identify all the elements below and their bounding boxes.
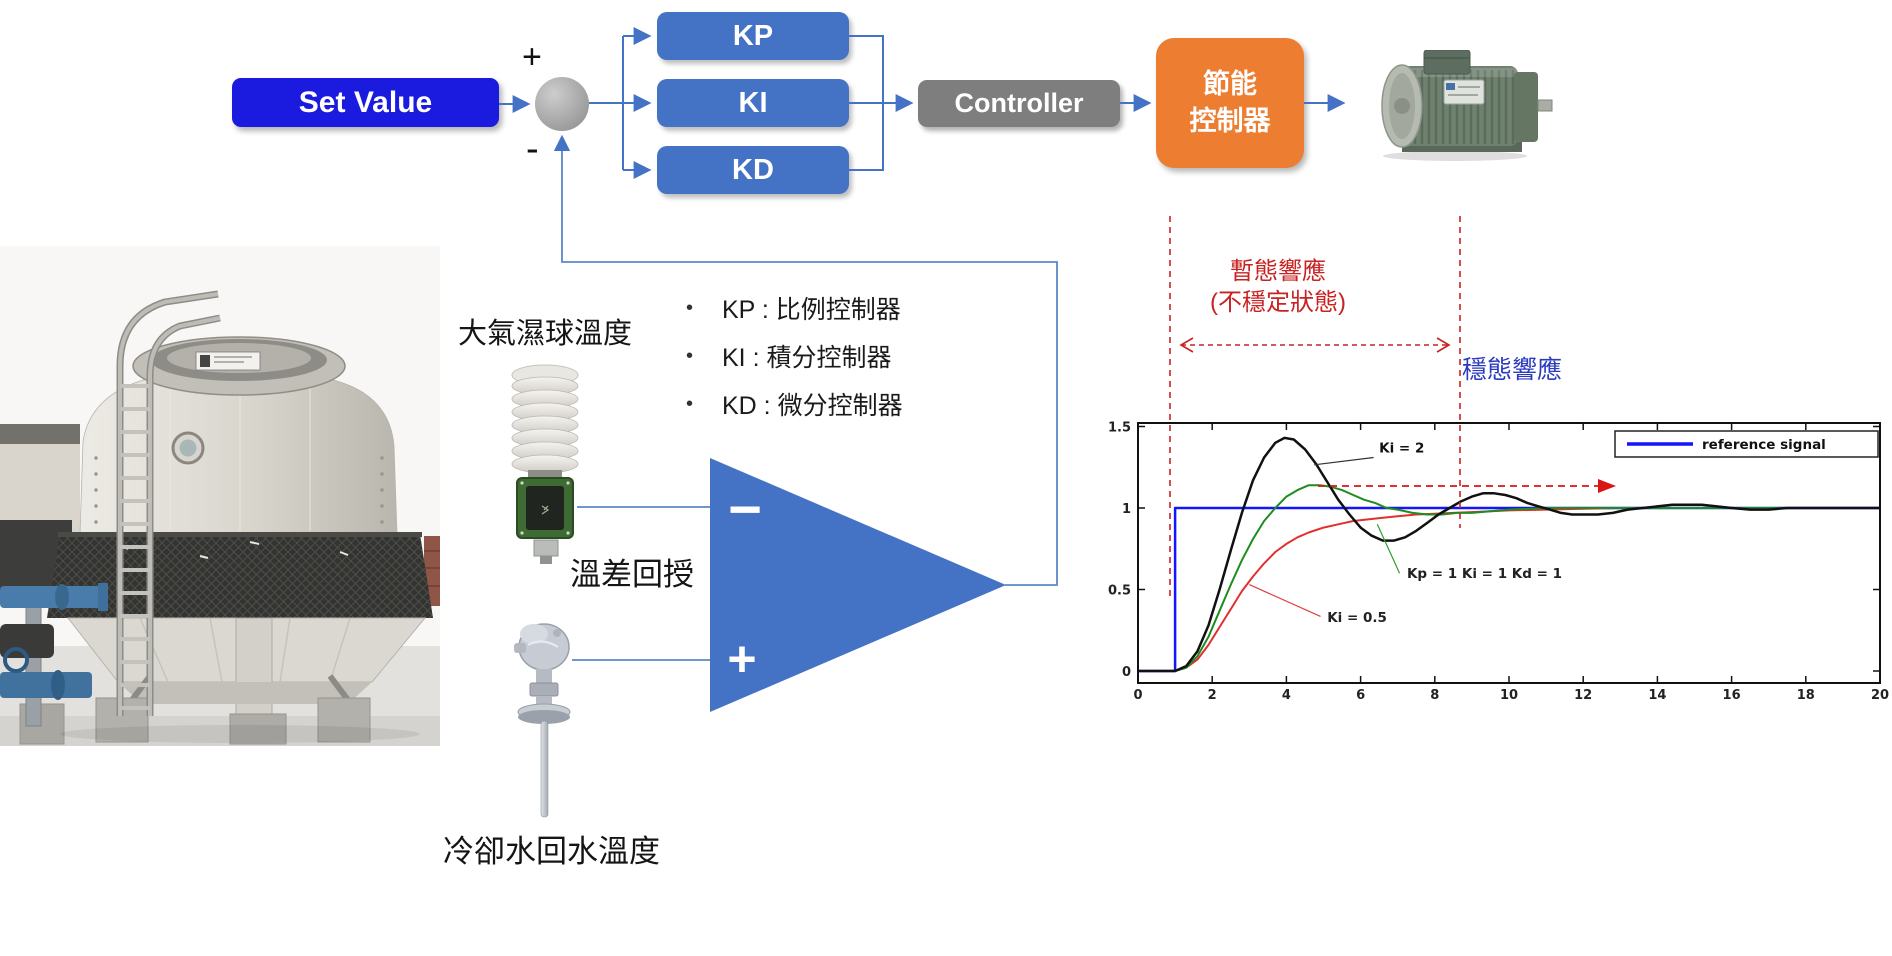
step-response-chart: 0 2 4 6 8 10 12 14 16 18 20 0 0.5 1 1.5 Ki = 2 Kp = 1 Ki… xyxy=(1108,421,1889,704)
summing-junction xyxy=(535,77,589,131)
controller-box: Controller xyxy=(918,80,1120,127)
ki-box: KI xyxy=(657,79,849,127)
steady-state-label: 穩態響應 xyxy=(1462,356,1563,384)
list-item: • KI : 積分控制器 xyxy=(686,332,1116,380)
svg-text:Ki = 2: Ki = 2 xyxy=(1379,441,1424,457)
comparator-plus-sign: + xyxy=(727,631,757,687)
svg-text:18: 18 xyxy=(1797,688,1815,703)
svg-text:16: 16 xyxy=(1723,688,1741,703)
set-value-box: Set Value xyxy=(232,78,499,127)
svg-text:8: 8 xyxy=(1430,688,1439,703)
sum-plus-sign: + xyxy=(522,38,542,76)
svg-text:0.5: 0.5 xyxy=(1108,584,1131,599)
kp-box: KP xyxy=(657,12,849,60)
controller-label: Controller xyxy=(954,88,1084,118)
pid-definitions-list: • KP : 比例控制器 • KI : 積分控制器 • KD : 微分控制器 xyxy=(686,284,1116,428)
ki-definition: KI : 積分控制器 xyxy=(722,344,892,372)
list-item: • KP : 比例控制器 xyxy=(686,284,1116,332)
temp-diff-feedback-label: 溫差回授 xyxy=(570,557,694,592)
svg-text:Kp = 1 Ki = 1 Kd = 1: Kp = 1 Ki = 1 Kd = 1 xyxy=(1407,566,1562,582)
set-value-label: Set Value xyxy=(298,85,433,119)
cooling-tower-photo xyxy=(0,246,440,746)
transient-response-label: 暫態響應 (不穩定狀態) xyxy=(1158,256,1398,318)
svg-text:20: 20 xyxy=(1871,688,1889,703)
wet-bulb-label: 大氣濕球溫度 xyxy=(458,318,633,350)
sum-minus-sign: - xyxy=(526,128,539,170)
kd-definition: KD : 微分控制器 xyxy=(722,392,903,420)
kd-label: KD xyxy=(732,153,774,186)
transient-line1: 暫態響應 xyxy=(1230,258,1326,285)
svg-text:1: 1 xyxy=(1122,502,1131,517)
svg-text:2: 2 xyxy=(1208,688,1217,703)
thermocouple-image xyxy=(514,623,571,818)
svg-text:0: 0 xyxy=(1122,665,1131,680)
ki-label: KI xyxy=(738,86,768,119)
svg-text:Ki = 0.5: Ki = 0.5 xyxy=(1327,610,1387,626)
energy-saving-controller-box: 節能 控制器 xyxy=(1156,38,1304,168)
kd-box: KD xyxy=(657,146,849,194)
comparator-minus-sign: − xyxy=(728,477,762,542)
cooling-return-label: 冷卻水回水溫度 xyxy=(443,834,660,869)
energy-label-line2: 控制器 xyxy=(1189,106,1271,136)
bullet-icon: • xyxy=(686,344,694,367)
svg-text:reference signal: reference signal xyxy=(1702,437,1826,453)
svg-text:10: 10 xyxy=(1500,688,1518,703)
svg-text:14: 14 xyxy=(1648,688,1666,703)
list-item: • KD : 微分控制器 xyxy=(686,380,1116,428)
svg-text:6: 6 xyxy=(1356,688,1365,703)
svg-text:1.5: 1.5 xyxy=(1108,421,1131,436)
svg-text:12: 12 xyxy=(1574,688,1592,703)
bullet-icon: • xyxy=(686,392,694,415)
transient-line2: (不穩定狀態) xyxy=(1210,289,1346,316)
svg-text:4: 4 xyxy=(1282,688,1291,703)
wet-bulb-sensor-image xyxy=(511,364,579,564)
energy-label-line1: 節能 xyxy=(1203,69,1257,99)
kp-label: KP xyxy=(732,19,774,52)
bullet-icon: • xyxy=(686,296,694,319)
motor-image xyxy=(1381,50,1553,161)
svg-text:0: 0 xyxy=(1133,688,1142,703)
kp-definition: KP : 比例控制器 xyxy=(722,296,901,324)
